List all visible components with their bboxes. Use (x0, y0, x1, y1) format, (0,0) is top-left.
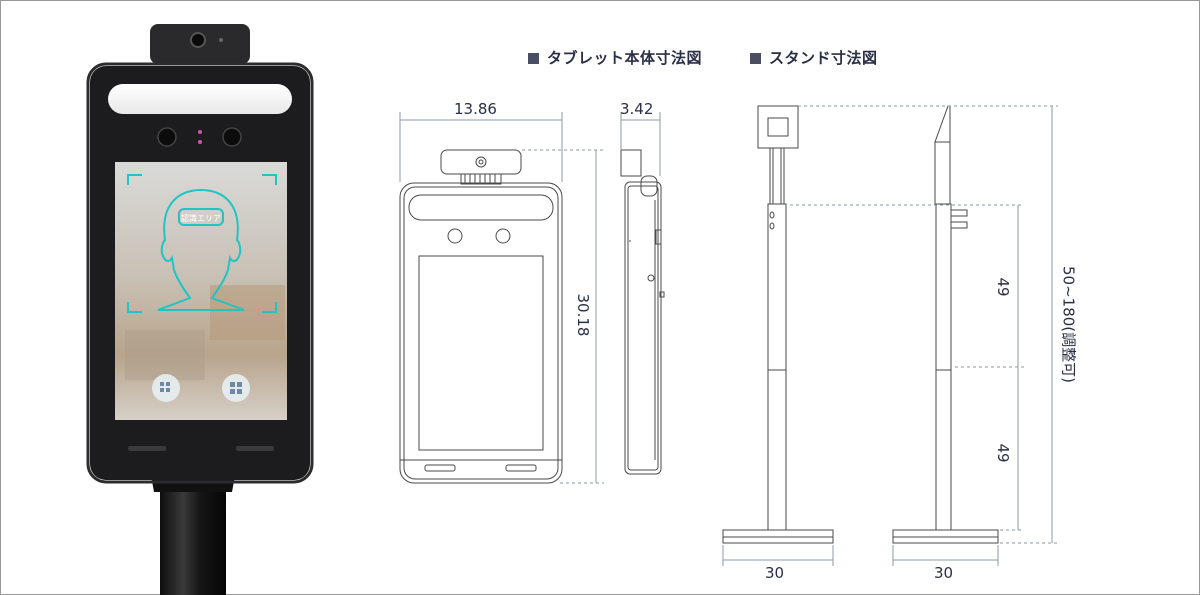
dimension-lines (399, 105, 1058, 566)
stand-heading: スタンド寸法図 (750, 47, 878, 68)
tablet-front-view (399, 149, 563, 484)
stand-side-view (892, 105, 999, 544)
dimension-base-front: 30 (765, 564, 785, 582)
dimension-stand-total: 50~180(調整可) (1059, 266, 1078, 383)
square-bullet-icon (750, 53, 761, 64)
square-bullet-icon (528, 53, 539, 64)
face-guide-outline (157, 188, 245, 311)
dimension-stand-upper: 49 (994, 277, 1012, 297)
tablet-heading: タブレット本体寸法図 (528, 47, 702, 68)
dimension-tablet-depth: 3.42 (620, 100, 654, 118)
light-bar-photo (108, 84, 292, 114)
product-photo: 認識エリア (86, 24, 314, 595)
dimension-tablet-height: 30.18 (574, 293, 592, 337)
dimension-stand-lower: 49 (994, 443, 1012, 463)
dimension-tablet-width: 13.86 (454, 100, 497, 118)
tablet-side-view (620, 149, 665, 475)
photo-button-right (222, 374, 250, 402)
screen-label: 認識エリア (181, 213, 221, 223)
dimension-base-side: 30 (934, 564, 954, 582)
stand-front-view (722, 105, 834, 544)
